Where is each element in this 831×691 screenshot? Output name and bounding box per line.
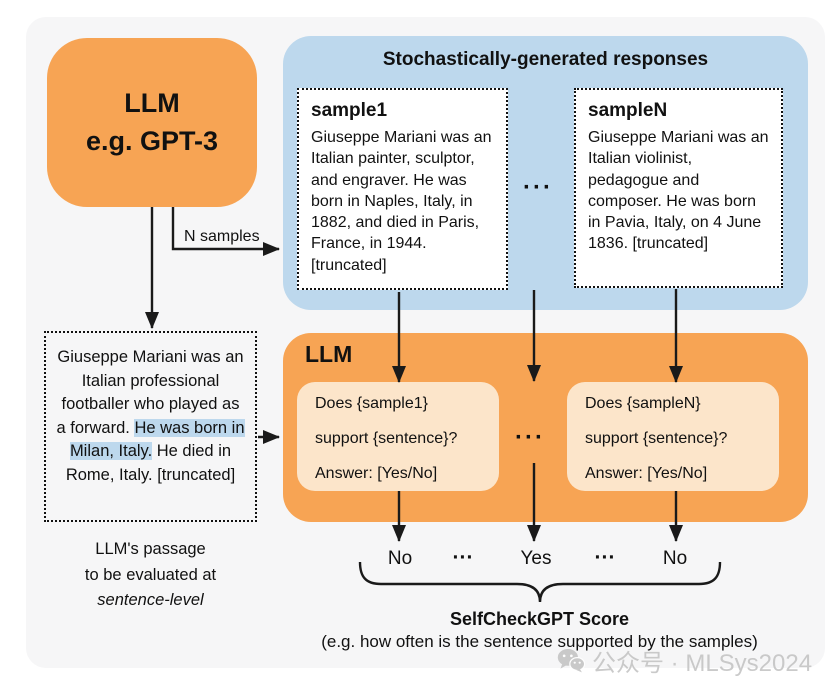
wechat-icon — [557, 648, 585, 673]
prompts-ellipsis: ··· — [515, 424, 545, 451]
passage-caption: LLM's passage to be evaluated at sentenc… — [34, 537, 267, 614]
watermark: 公众号 · MLSys2024 — [557, 643, 812, 678]
prompt-sample1-line1: Does {sample1} — [315, 395, 428, 412]
prompt-sample1-line2: support {sentence}? — [315, 430, 458, 447]
sample1-box: sample1 Giuseppe Mariani was an Italian … — [297, 88, 508, 290]
sample1-text: Giuseppe Mariani was an Italian painter,… — [311, 129, 492, 274]
n-samples-label: N samples — [184, 228, 260, 245]
sampleN-box: sampleN Giuseppe Mariani was an Italian … — [574, 88, 783, 288]
passage-caption-line1: LLM's passage — [95, 540, 206, 558]
llm-generator-line2: e.g. GPT-3 — [85, 125, 219, 156]
llm-evaluator-title: LLM — [305, 341, 353, 367]
sample1-title: sample1 — [311, 100, 388, 121]
sampleN-title: sampleN — [588, 100, 668, 121]
prompt-sampleN-box: Does {sampleN} support {sentence}? Answe… — [567, 382, 779, 491]
prompt-sampleN-line3: Answer: [Yes/No] — [585, 465, 708, 482]
score-subtitle: (e.g. how often is the sentence supporte… — [321, 632, 758, 651]
answers-ellipsis-2: ··· — [594, 546, 616, 569]
prompt-sample1-box: Does {sample1} support {sentence}? Answe… — [297, 382, 499, 491]
prompt-sampleN-line1: Does {sampleN} — [585, 395, 701, 412]
passage-text-post: He died in Rome, Italy. [truncated] — [65, 442, 236, 484]
answer-no-2: No — [662, 548, 688, 569]
answer-yes: Yes — [520, 548, 552, 569]
watermark-text: 公众号 · MLSys2024 — [592, 650, 813, 677]
answer-no-1: No — [387, 548, 413, 569]
passage-caption-line3: sentence-level — [97, 591, 204, 610]
sampleN-text: Giuseppe Mariani was an Italian violinis… — [588, 129, 769, 253]
prompt-sample1-line3: Answer: [Yes/No] — [315, 465, 438, 482]
passage-caption-line2: to be evaluated at — [84, 565, 217, 584]
prompt-sampleN-line2: support {sentence}? — [585, 430, 728, 447]
passage-box: Giuseppe Mariani was an Italian professi… — [44, 331, 257, 522]
answers-ellipsis-1: ··· — [452, 546, 474, 569]
llm-generator-line1: LLM — [124, 87, 180, 118]
llm-generator-box: LLM e.g. GPT-3 — [47, 38, 257, 207]
samples-ellipsis: ··· — [523, 174, 553, 201]
responses-panel-title: Stochastically-generated responses — [382, 49, 709, 70]
passage-text-pre: Giuseppe Mariani was an Italian professi… — [56, 348, 244, 437]
score-title: SelfCheckGPT Score — [449, 609, 630, 629]
